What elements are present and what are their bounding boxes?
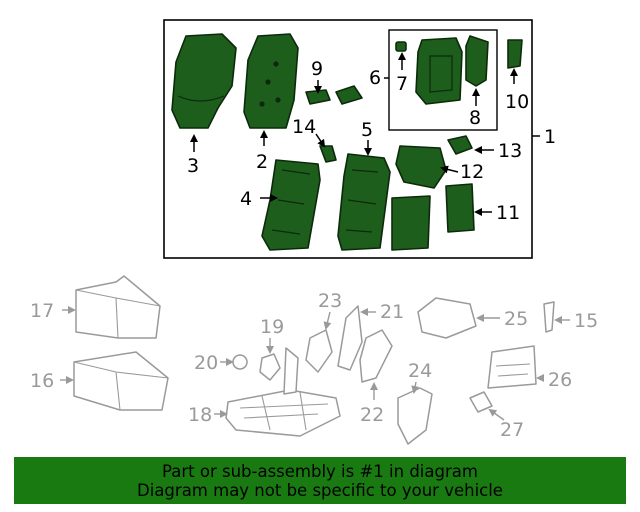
callout-11[interactable]: 11 bbox=[496, 202, 520, 224]
part-27-bezel[interactable] bbox=[469, 391, 493, 413]
callout-6[interactable]: 6 bbox=[369, 67, 381, 89]
callout-16[interactable]: 16 bbox=[30, 370, 54, 392]
part-3-seatback-cover[interactable] bbox=[171, 33, 237, 129]
part-9-clips[interactable] bbox=[305, 85, 363, 105]
callout-12[interactable]: 12 bbox=[460, 161, 484, 183]
part-8-lid[interactable] bbox=[465, 35, 489, 87]
part-21-trim[interactable] bbox=[337, 305, 363, 371]
callout-19[interactable]: 19 bbox=[260, 316, 284, 338]
callout-8[interactable]: 8 bbox=[469, 107, 481, 129]
part-16-cushion-pad[interactable] bbox=[73, 351, 169, 411]
part-10-cap[interactable] bbox=[507, 39, 523, 69]
callout-21[interactable]: 21 bbox=[380, 301, 404, 323]
callout-7[interactable]: 7 bbox=[396, 73, 408, 95]
part-23-trim[interactable] bbox=[305, 329, 333, 373]
part-15-clip[interactable] bbox=[543, 301, 555, 333]
notice-line-1: Part or sub-assembly is #1 in diagram bbox=[162, 462, 478, 481]
callout-23[interactable]: 23 bbox=[318, 290, 342, 312]
part-19-recliner[interactable] bbox=[259, 353, 281, 381]
callout-14[interactable]: 14 bbox=[292, 116, 316, 138]
callout-9[interactable]: 9 bbox=[311, 58, 323, 80]
callout-1[interactable]: 1 bbox=[544, 126, 556, 148]
part-22-shield[interactable] bbox=[359, 329, 393, 383]
part-20-knob[interactable] bbox=[232, 354, 248, 370]
part-2-seatback-pad[interactable] bbox=[243, 33, 299, 129]
callout-3[interactable]: 3 bbox=[187, 155, 199, 177]
part-4-seatback-frame[interactable] bbox=[261, 159, 321, 251]
callout-15[interactable]: 15 bbox=[574, 310, 598, 332]
callout-26[interactable]: 26 bbox=[548, 369, 572, 391]
assembly-frame bbox=[163, 19, 533, 259]
notice-banner: Part or sub-assembly is #1 in diagram Di… bbox=[14, 457, 626, 504]
callouts-dark: 1 2 3 4 5 6 7 8 9 10 11 12 13 14 bbox=[187, 58, 556, 224]
callout-18[interactable]: 18 bbox=[188, 404, 212, 426]
part-24-cover[interactable] bbox=[397, 387, 433, 445]
leaders-gray bbox=[60, 306, 570, 421]
part-11-panel[interactable] bbox=[445, 183, 475, 233]
part-5-seat-frame[interactable] bbox=[337, 153, 391, 251]
part-26-switch[interactable] bbox=[487, 345, 537, 389]
part-13-grommet[interactable] bbox=[447, 135, 473, 155]
part-17-cushion-cover[interactable] bbox=[75, 275, 161, 339]
parts-diagram: 1 2 3 4 5 6 7 8 9 10 11 12 13 14 bbox=[30, 19, 598, 445]
part-18-seat-frame[interactable] bbox=[225, 347, 341, 437]
part-12-housing[interactable] bbox=[391, 145, 447, 251]
part-6-armrest[interactable] bbox=[415, 37, 463, 105]
callout-25[interactable]: 25 bbox=[504, 308, 528, 330]
callout-5[interactable]: 5 bbox=[361, 119, 373, 141]
callout-27[interactable]: 27 bbox=[500, 419, 524, 441]
subassembly-frame bbox=[388, 29, 498, 131]
callout-2[interactable]: 2 bbox=[256, 151, 268, 173]
part-7-knob[interactable] bbox=[395, 41, 407, 52]
callout-4[interactable]: 4 bbox=[240, 188, 252, 210]
callout-22[interactable]: 22 bbox=[360, 404, 384, 426]
callout-20[interactable]: 20 bbox=[194, 352, 218, 374]
leaders-dark bbox=[190, 52, 540, 216]
notice-line-2: Diagram may not be specific to your vehi… bbox=[137, 481, 503, 500]
callout-17[interactable]: 17 bbox=[30, 300, 54, 322]
callout-10[interactable]: 10 bbox=[505, 91, 529, 113]
callouts-gray: 15 16 17 18 19 20 21 22 23 24 25 26 27 bbox=[30, 290, 598, 441]
callout-13[interactable]: 13 bbox=[498, 140, 522, 162]
part-25-bracket[interactable] bbox=[417, 297, 477, 339]
callout-24[interactable]: 24 bbox=[408, 360, 432, 382]
part-14-bracket[interactable] bbox=[319, 145, 337, 163]
